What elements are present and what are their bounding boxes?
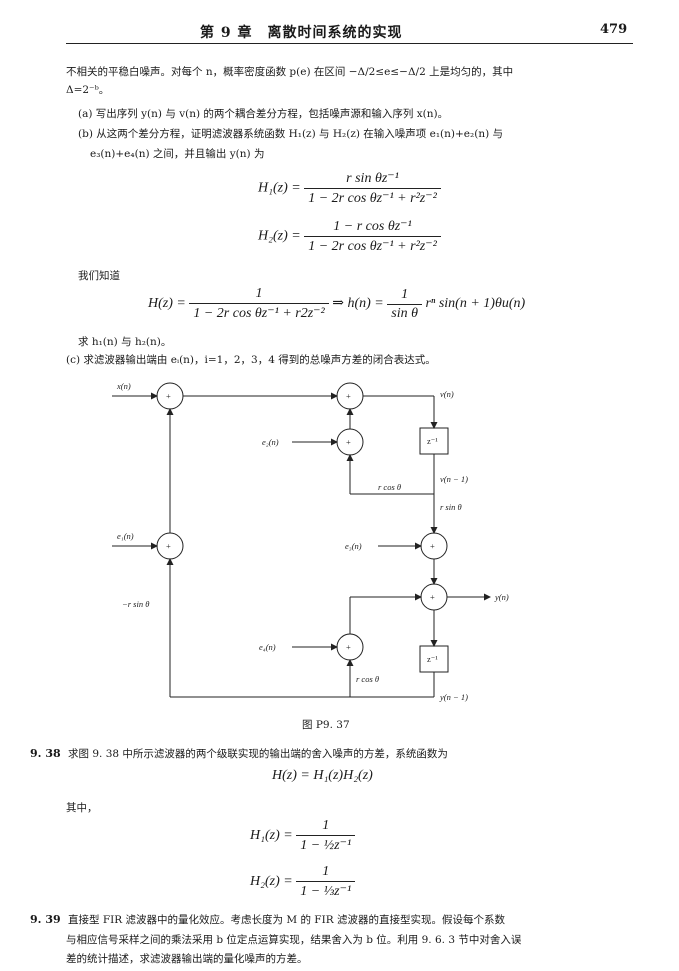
block-diagram: + + + + + + + x(n) v(n) e₂(n) z⁻¹ v(n − …: [112, 381, 509, 702]
problem-9-38-h2-numerator: 1: [296, 864, 356, 882]
problem-9-39-line-2: 与相应信号采样之间的乘法采用 b 位定点运算实现，结果舍入为 b 位。利用 9.…: [66, 934, 522, 946]
problem-9-38-h2-denominator: 1 − ⅓z⁻¹: [300, 884, 352, 899]
label-e2: e₂(n): [262, 437, 279, 447]
equation-h1-lhs: H₁(z) =: [258, 180, 301, 196]
equation-h: H(z) = 1 1 − 2r cos θz⁻¹ + r2z⁻² ⇒ h(n) …: [148, 286, 525, 322]
equation-hn-numerator: 1: [387, 287, 422, 305]
equation-hn-fraction: 1 sin θ: [387, 287, 422, 322]
intro-line-1: 不相关的平稳白噪声。对每个 n，概率密度函数 p(e) 在区间 −Δ/2≤e≤−…: [66, 66, 514, 78]
label-x: x(n): [116, 381, 131, 391]
adder-3-plus: +: [346, 437, 351, 447]
equation-h1: H₁(z) = r sin θz⁻¹ 1 − 2r cos θz⁻¹ + r²z…: [258, 170, 441, 207]
label-yn1: y(n − 1): [439, 692, 468, 702]
equation-h2: H₂(z) = 1 − r cos θz⁻¹ 1 − 2r cos θz⁻¹ +…: [258, 218, 441, 255]
adder-1-plus: +: [166, 391, 171, 401]
problem-9-38-text: 求图 9. 38 中所示滤波器的两个级联实现的输出端的舍入噪声的方差，系统函数为: [68, 748, 448, 760]
find-h-text: 求 h₁(n) 与 h₂(n)。: [78, 336, 172, 348]
problem-9-38-h1-denominator: 1 − ½z⁻¹: [300, 838, 352, 853]
adder-4-plus: +: [166, 541, 171, 551]
problem-9-39-line-3: 差的统计描述，求滤波器输出端的量化噪声的方差。: [66, 953, 308, 965]
equation-h1-numerator: r sin θz⁻¹: [304, 170, 441, 189]
intro-line-2: Δ=2⁻ᵇ。: [66, 84, 110, 96]
problem-9-38-h2: H₂(z) = 1 1 − ⅓z⁻¹: [250, 864, 356, 900]
part-c-text: (c) 求滤波器输出端由 eᵢ(n)，i=1，2，3，4 得到的总噪声方差的闭合…: [66, 354, 436, 366]
label-e1: e₁(n): [117, 531, 134, 541]
problem-9-38-h1-fraction: 1 1 − ½z⁻¹: [296, 818, 356, 854]
equation-h2-denominator: 1 − 2r cos θz⁻¹ + r²z⁻²: [308, 239, 437, 254]
equation-h-lhs: H(z) =: [148, 296, 186, 312]
problem-9-39-number: 9. 39: [30, 913, 61, 926]
problem-9-38-h2-lhs: H₂(z) =: [250, 874, 293, 890]
equation-h1-denominator: 1 − 2r cos θz⁻¹ + r²z⁻²: [308, 191, 437, 206]
label-rsin: r sin θ: [440, 502, 462, 512]
equation-h-denominator: 1 − 2r cos θz⁻¹ + r2z⁻²: [193, 306, 325, 321]
label-vn1: v(n − 1): [440, 474, 468, 484]
adder-7-plus: +: [346, 642, 351, 652]
adder-6-plus: +: [430, 592, 435, 602]
label-e3: e₃(n): [345, 541, 362, 551]
adder-5-plus: +: [430, 541, 435, 551]
part-a-text: (a) 写出序列 y(n) 与 v(n) 的两个耦合差分方程，包括噪声源和输入序…: [78, 108, 449, 120]
equation-h-fraction: 1 1 − 2r cos θz⁻¹ + r2z⁻²: [189, 286, 329, 322]
we-know-text: 我们知道: [78, 270, 120, 282]
equation-h1-fraction: r sin θz⁻¹ 1 − 2r cos θz⁻¹ + r²z⁻²: [304, 170, 441, 207]
part-b-line-2: e₃(n)+e₄(n) 之间，并且输出 y(n) 为: [90, 148, 265, 160]
equation-hn-denominator: sin θ: [391, 305, 418, 321]
label-neg-rsin: −r sin θ: [122, 599, 149, 609]
page-number: 479: [600, 22, 628, 37]
equation-h-numerator: 1: [189, 286, 329, 304]
problem-9-38-h1-numerator: 1: [296, 818, 356, 836]
label-zinv-1: z⁻¹: [427, 436, 438, 446]
label-e4: e₄(n): [259, 642, 276, 652]
problem-9-38-where: 其中，: [66, 802, 98, 814]
problem-9-38-number: 9. 38: [30, 747, 61, 760]
problem-9-38-equation: H(z) = H₁(z)H₂(z): [272, 768, 373, 783]
part-b-line-1: (b) 从这两个差分方程，证明滤波器系统函数 H₁(z) 与 H₂(z) 在输入…: [78, 128, 504, 140]
equation-h2-lhs: H₂(z) =: [258, 228, 301, 244]
problem-9-38-h2-fraction: 1 1 − ⅓z⁻¹: [296, 864, 356, 900]
header-rule: [66, 43, 633, 44]
equation-h2-fraction: 1 − r cos θz⁻¹ 1 − 2r cos θz⁻¹ + r²z⁻²: [304, 218, 441, 255]
problem-9-38-h1: H₁(z) = 1 1 − ½z⁻¹: [250, 818, 356, 854]
problem-9-38-h1-lhs: H₁(z) =: [250, 828, 293, 844]
label-v: v(n): [440, 389, 454, 399]
figure-caption: 图 P9. 37: [302, 719, 350, 731]
label-rcos-2: r cos θ: [356, 674, 379, 684]
chapter-header: 第 9 章 离散时间系统的实现: [200, 25, 403, 41]
equation-h-arrow: ⇒ h(n) =: [332, 296, 384, 312]
equation-h-tail: rⁿ sin(n + 1)θu(n): [425, 296, 526, 312]
label-y: y(n): [494, 592, 509, 602]
equation-h2-numerator: 1 − r cos θz⁻¹: [304, 218, 441, 237]
problem-9-39-line-1: 直接型 FIR 滤波器中的量化效应。考虑长度为 M 的 FIR 滤波器的直接型实…: [68, 914, 505, 926]
label-rcos-1: r cos θ: [378, 482, 401, 492]
adder-2-plus: +: [346, 391, 351, 401]
label-zinv-2: z⁻¹: [427, 654, 438, 664]
